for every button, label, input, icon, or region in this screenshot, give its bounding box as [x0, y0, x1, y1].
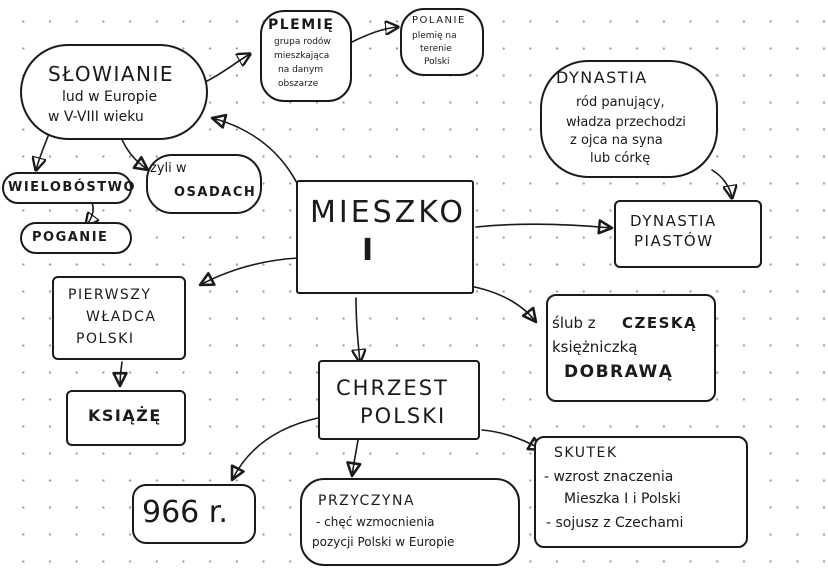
node-polanie — [400, 8, 484, 76]
node-dynastia-piastow — [614, 200, 762, 268]
dynastia-def-line2: władza przechodzi — [566, 115, 686, 130]
node-przyczyna — [300, 478, 520, 566]
arrow-center-to-dynastia-piastow — [475, 219, 614, 235]
slowianie-line1: lud w Europie — [62, 89, 158, 105]
dynastia-def-title: DYNASTIA — [556, 68, 648, 87]
rok-label: 966 r. — [142, 495, 228, 530]
slub-line1-a: ślub z — [552, 314, 596, 332]
arrow-center-to-slub — [469, 285, 538, 324]
node-rok-966 — [132, 484, 256, 544]
poganie-label: POGANIE — [32, 230, 109, 245]
slub-line1-b: CZESKĄ — [622, 314, 698, 332]
plemie-line2: mieszkająca — [274, 51, 330, 61]
dynastia-piastow-line1: DYNASTIA — [630, 212, 717, 230]
arrow-slowianie-to-plemie — [204, 54, 250, 83]
node-chrzest-polski — [318, 360, 480, 440]
slowianie-line2: w V-VIII wieku — [48, 109, 144, 125]
skutek-line3: - sojusz z Czechami — [546, 515, 684, 531]
node-pierwszy-wladca — [52, 276, 186, 360]
przyczyna-title: PRZYCZYNA — [318, 493, 416, 509]
plemie-title: PLEMIĘ — [268, 17, 335, 33]
node-slowianie — [20, 44, 208, 140]
arrow-plemie-to-polanie — [351, 27, 398, 43]
node-mieszko-center — [296, 180, 474, 294]
osady-line2: OSADACH — [174, 185, 257, 200]
pierwszy-line1: PIERWSZY — [68, 287, 152, 303]
skutek-line2: Mieszka I i Polski — [564, 491, 681, 507]
slub-line3: DOBRAWĄ — [564, 362, 674, 382]
arrow-slowianie-to-osady — [119, 134, 150, 172]
osady-line1: żyli w — [150, 161, 187, 176]
arrow-center-to-pierwszy — [198, 257, 299, 287]
chrzest-line1: CHRZEST — [336, 376, 449, 400]
node-ksiaze — [66, 390, 186, 446]
pierwszy-line2: WŁADCA — [86, 309, 157, 325]
polanie-line1: POLANIE — [412, 15, 466, 26]
slowianie-title: SŁOWIANIE — [48, 62, 175, 86]
polanie-line3: terenie — [420, 44, 452, 54]
arrow-pierwszy-to-ksiaze — [112, 361, 128, 388]
wielobostwo-label: WIELOBÓSTWO — [8, 180, 137, 195]
pierwszy-line3: POLSKI — [76, 331, 135, 347]
node-skutek — [534, 436, 748, 548]
skutek-line1: - wzrost znaczenia — [544, 469, 674, 485]
dynastia-piastow-line2: PIASTÓW — [634, 232, 714, 250]
plemie-line1: grupa rodów — [274, 37, 331, 47]
dynastia-def-line4: lub córkę — [590, 151, 651, 166]
skutek-title: SKUTEK — [554, 445, 618, 461]
arrow-center-to-slowianie — [210, 113, 299, 186]
arrow-center-to-chrzest — [356, 297, 360, 362]
node-wielobostwo — [2, 172, 132, 204]
chrzest-line2: POLSKI — [360, 404, 447, 428]
slub-line2: księżniczką — [552, 338, 638, 356]
dynastia-def-line1: ród panujący, — [576, 95, 665, 110]
polanie-line4: Polski — [424, 57, 450, 67]
center-title-line2: I — [362, 233, 374, 268]
polanie-line2: plemię na — [412, 31, 457, 41]
arrow-chrzest-to-przyczyna — [346, 439, 362, 478]
przyczyna-line1: - chęć wzmocnienia — [316, 515, 435, 529]
node-plemie — [260, 10, 352, 102]
arrow-dynastia-def-to-piastow — [711, 169, 732, 198]
node-poganie — [20, 222, 132, 254]
node-dynastia-definition — [540, 60, 718, 178]
node-slub — [546, 294, 716, 402]
ksiaze-label: KSIĄŻĘ — [88, 406, 162, 425]
center-title-line1: MIESZKO — [310, 195, 466, 230]
dynastia-def-line3: z ojca na syna — [570, 133, 663, 148]
plemie-line4: obszarze — [278, 79, 319, 89]
plemie-line3: na danym — [278, 65, 324, 75]
przyczyna-line2: pozycji Polski w Europie — [312, 535, 455, 549]
node-osady — [146, 154, 262, 214]
arrow-chrzest-to-skutek — [481, 429, 544, 452]
arrow-chrzest-to-rok — [230, 417, 319, 482]
